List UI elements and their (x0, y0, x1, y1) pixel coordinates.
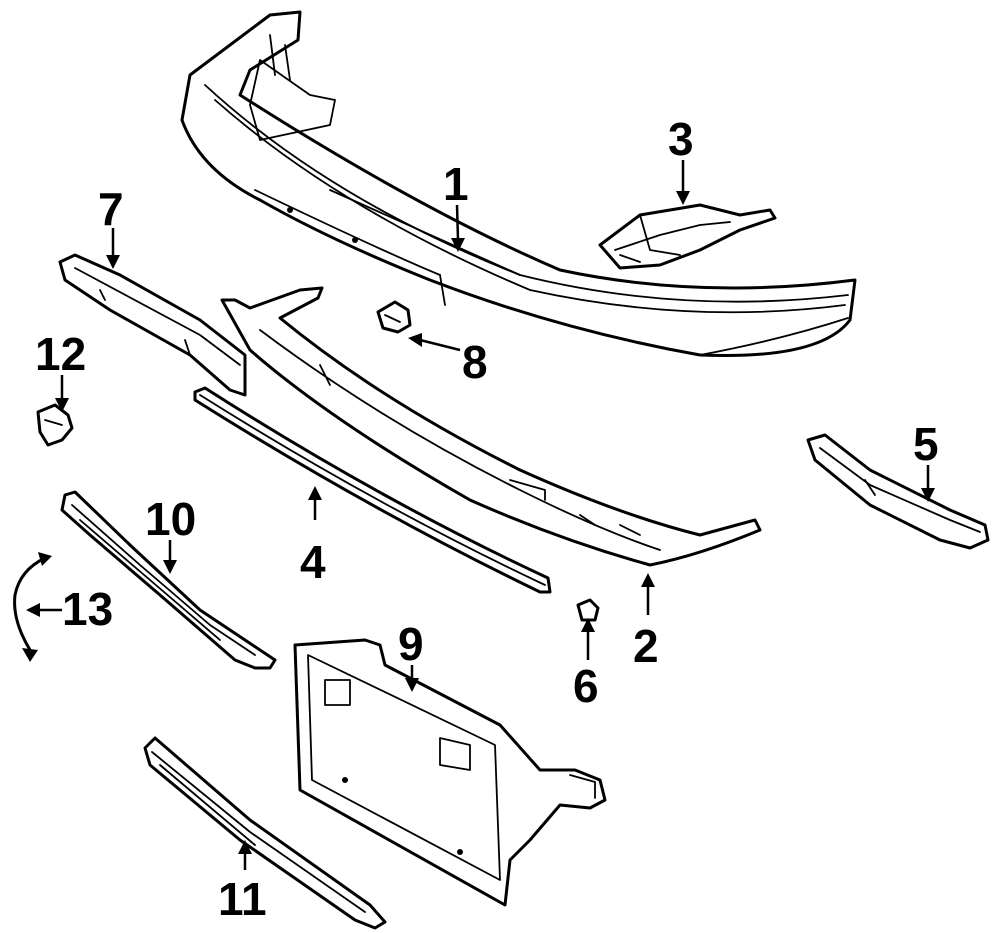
part-5-side-bracket (806, 433, 990, 550)
part-1-bumper-cover (180, 10, 857, 358)
callout-1: 1 (443, 158, 469, 210)
part-6-clip-nut (576, 598, 600, 622)
part-2-absorber (220, 286, 762, 567)
part-7-support (58, 253, 247, 397)
callout-9: 9 (398, 618, 424, 670)
callout-8: 8 (462, 336, 488, 388)
part-8-clip (376, 300, 412, 334)
callout-5: 5 (913, 418, 939, 470)
callout-labels: 1 2 3 4 5 6 7 8 9 10 11 12 13 (35, 113, 939, 925)
part-3-bracket (598, 203, 777, 270)
callout-10: 10 (145, 493, 196, 545)
callout-2: 2 (633, 620, 659, 672)
callout-4: 4 (300, 536, 326, 588)
callout-13: 13 (62, 583, 113, 635)
part-13-cable (13, 552, 52, 662)
part-12-fastener (36, 403, 74, 447)
callout-11: 11 (218, 873, 267, 925)
callout-7: 7 (98, 183, 124, 235)
part-10-grille-bar (60, 490, 277, 670)
part-11-lower-strip (143, 736, 387, 930)
callout-3: 3 (668, 113, 694, 165)
part-9-license-bracket (293, 638, 607, 907)
part-4-filler-strip (193, 386, 552, 594)
leader-lines (26, 160, 935, 870)
callout-6: 6 (573, 660, 599, 712)
callout-12: 12 (35, 328, 86, 380)
